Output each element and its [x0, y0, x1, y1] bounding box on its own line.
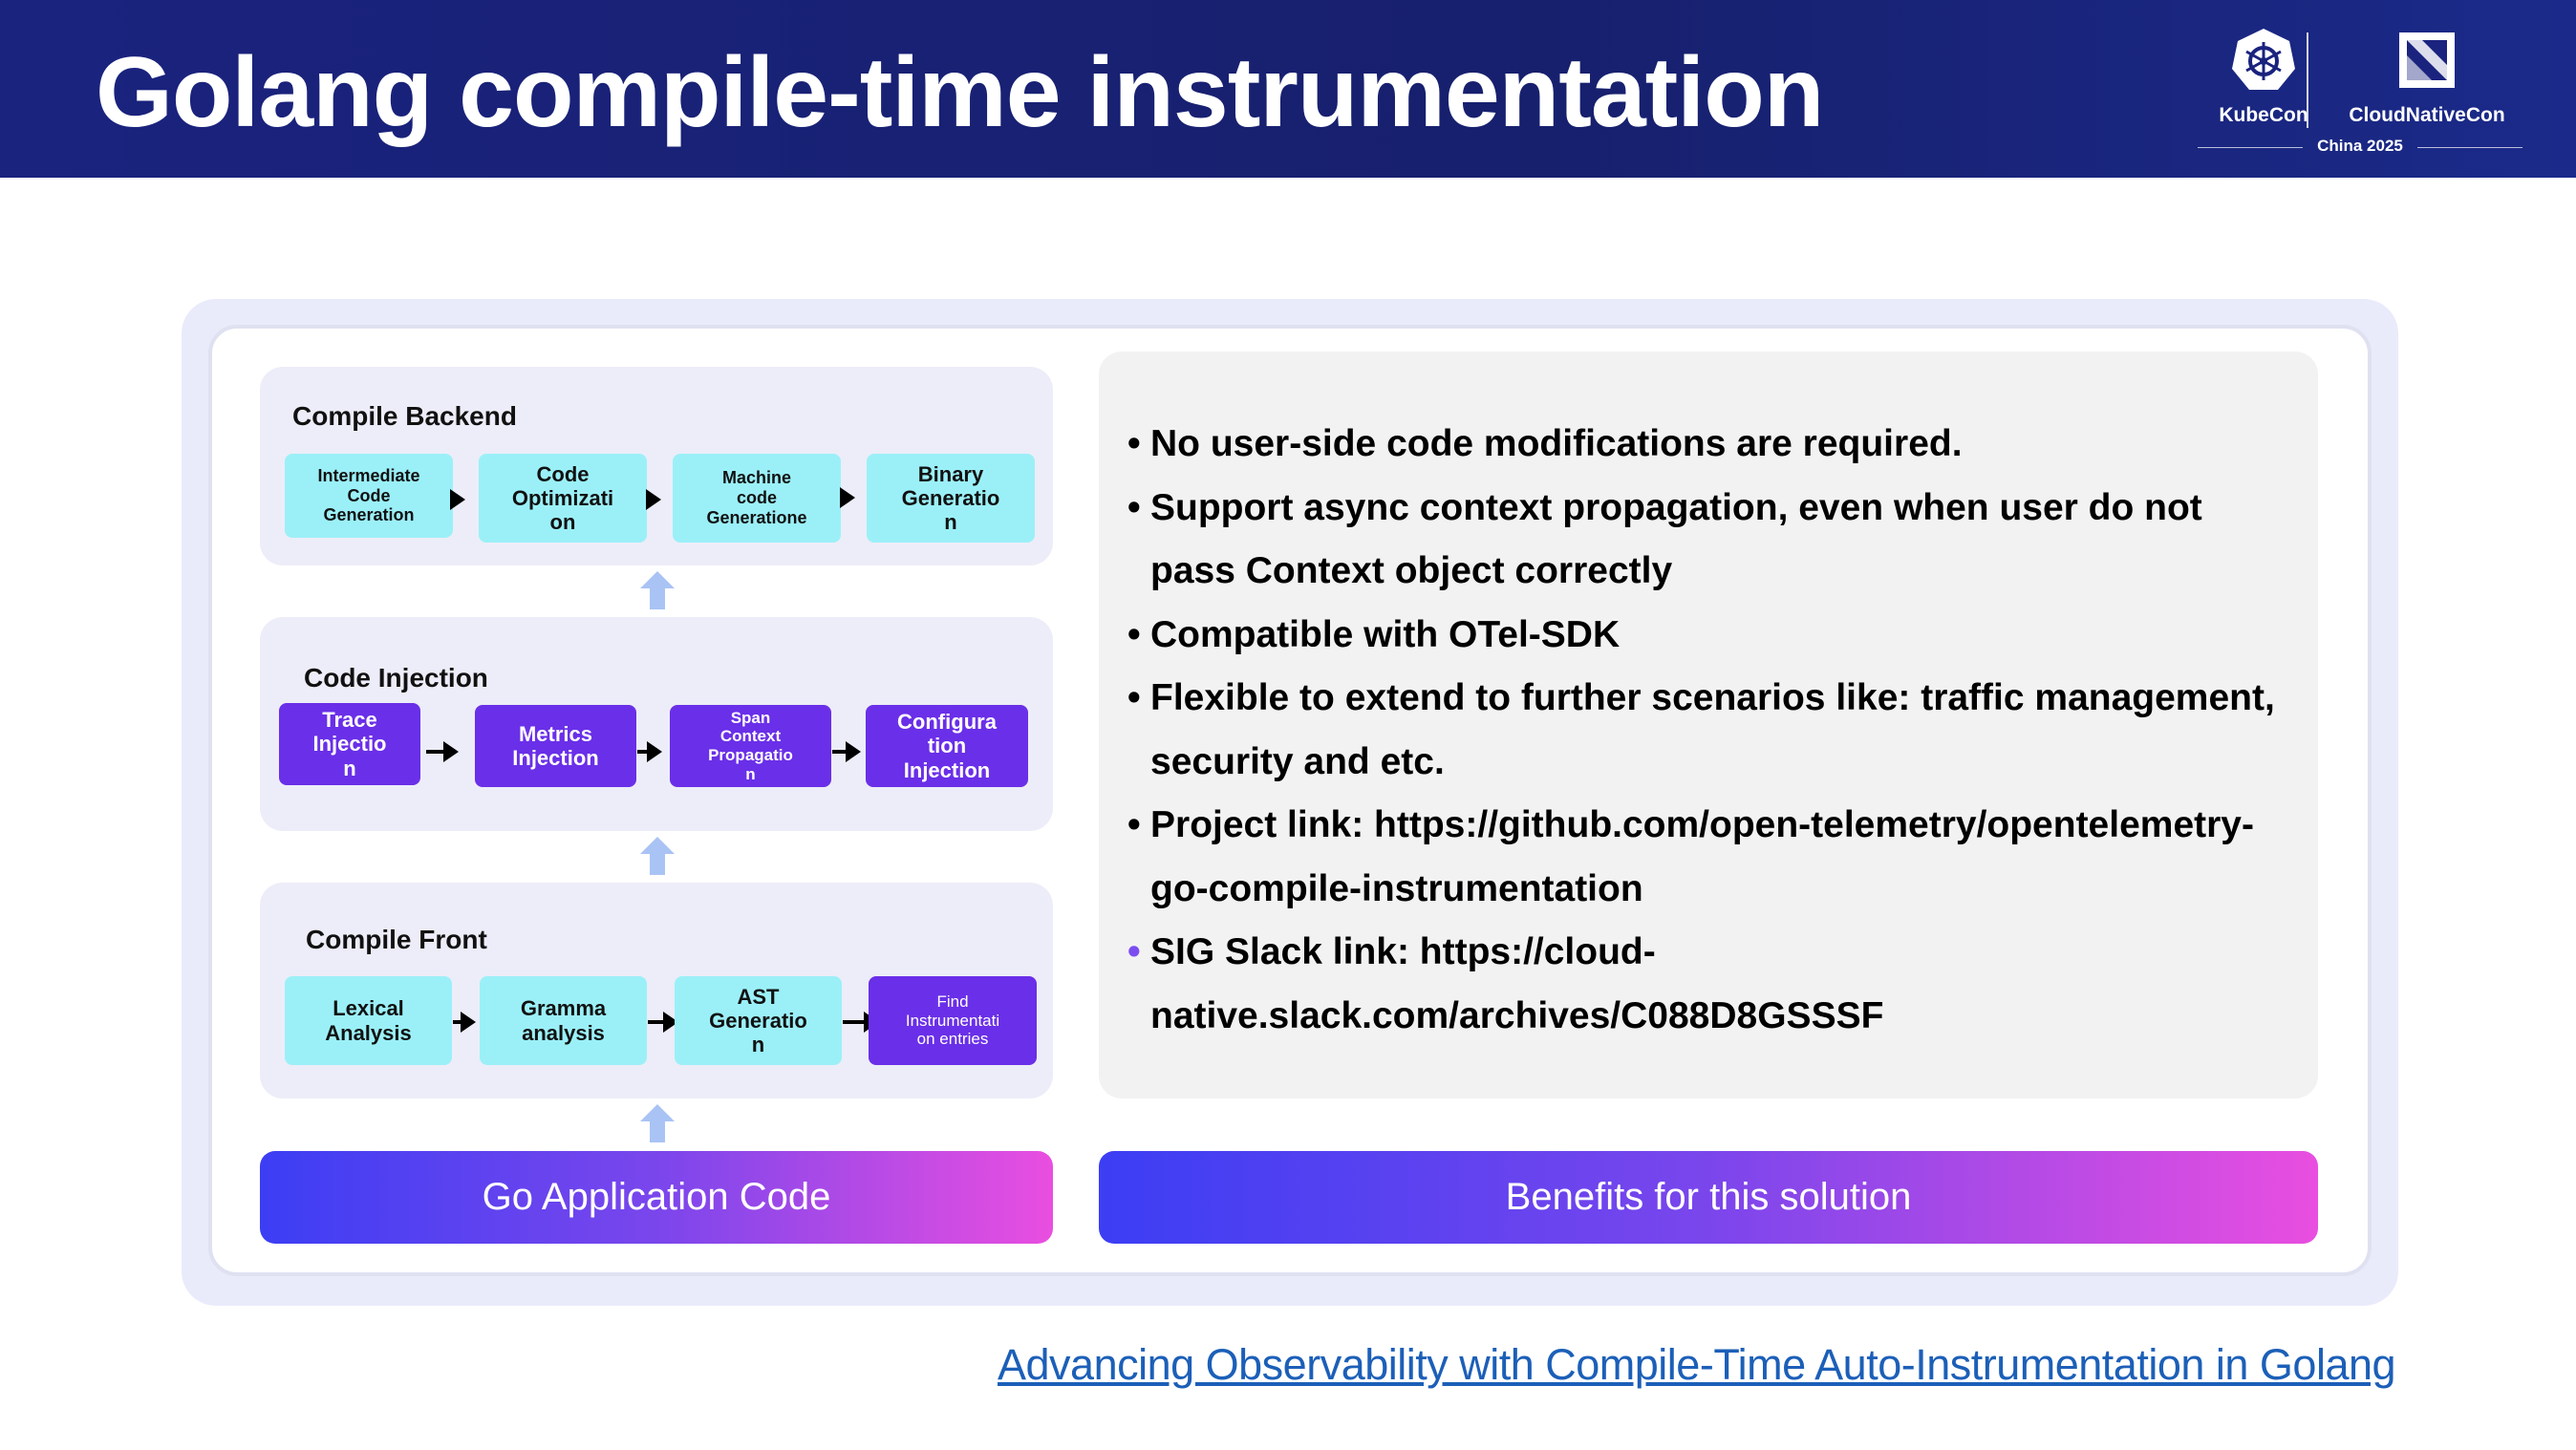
slack-link-text[interactable]: SIG Slack link: https://cloud-native.sla… [1150, 931, 1884, 1036]
up-arrow-icon [640, 571, 675, 609]
kubecon-logo: KubeCon [2201, 27, 2326, 127]
project-link-text[interactable]: Project link: https://github.com/open-te… [1150, 804, 2254, 909]
benefit-item-slack-link: •SIG Slack link: https://cloud-native.sl… [1127, 931, 1884, 1036]
benefit-item: •Flexible to extend to further scenarios… [1127, 677, 2275, 782]
flow-arrow [840, 487, 855, 508]
up-arrow-icon [640, 1104, 675, 1142]
talk-reference-link[interactable]: Advancing Observability with Compile-Tim… [998, 1340, 2396, 1389]
up-arrow-icon [640, 837, 675, 875]
event-year: China 2025 [2317, 137, 2403, 155]
logo-rule-right [2417, 147, 2522, 148]
go-application-code-label: Go Application Code [260, 1151, 1053, 1244]
logo-divider [2307, 32, 2308, 128]
benefit-item: •No user-side code modifications are req… [1127, 423, 1963, 464]
cncf-icon [2399, 32, 2455, 88]
benefit-item: •Support async context propagation, even… [1127, 486, 2202, 592]
benefit-text: Compatible with OTel-SDK [1150, 613, 1621, 655]
kubecon-label: KubeCon [2219, 104, 2308, 126]
flow-arrow [646, 489, 661, 510]
flow-arrow [637, 741, 662, 762]
benefit-text: Support async context propagation, even … [1150, 486, 2202, 592]
event-logo: KubeCon CloudNativeCon China 2025 [2188, 27, 2522, 160]
benefits-heading-label: Benefits for this solution [1099, 1151, 2318, 1244]
flow-arrow [453, 1012, 476, 1033]
stage-title-code-injection: Code Injection [304, 663, 488, 693]
flow-arrow [648, 1012, 678, 1033]
cloudnativecon-logo: CloudNativeCon [2341, 27, 2513, 127]
benefit-item: •Compatible with OTel-SDK [1127, 613, 1621, 655]
cloudnativecon-label: CloudNativeCon [2349, 104, 2505, 126]
benefit-item-project-link: •Project link: https://github.com/open-t… [1127, 804, 2254, 909]
benefit-text: No user-side code modifications are requ… [1150, 423, 1963, 464]
slide-title: Golang compile-time instrumentation [96, 37, 1824, 148]
flow-arrow [450, 489, 465, 510]
stage-title-compile-front: Compile Front [306, 925, 487, 954]
benefit-text: Flexible to extend to further scenarios … [1150, 677, 2275, 782]
stage-title-compile-backend: Compile Backend [292, 401, 517, 431]
benefits-panel [1099, 352, 2318, 1098]
benefits-list: •No user-side code modifications are req… [1127, 413, 2303, 1048]
logo-rule-left [2198, 147, 2303, 148]
flow-arrow [832, 741, 861, 762]
header-bar: Golang compile-time instrumentation Kube… [0, 0, 2576, 178]
kubernetes-helm-icon [2232, 29, 2295, 90]
flow-arrow [426, 741, 459, 762]
